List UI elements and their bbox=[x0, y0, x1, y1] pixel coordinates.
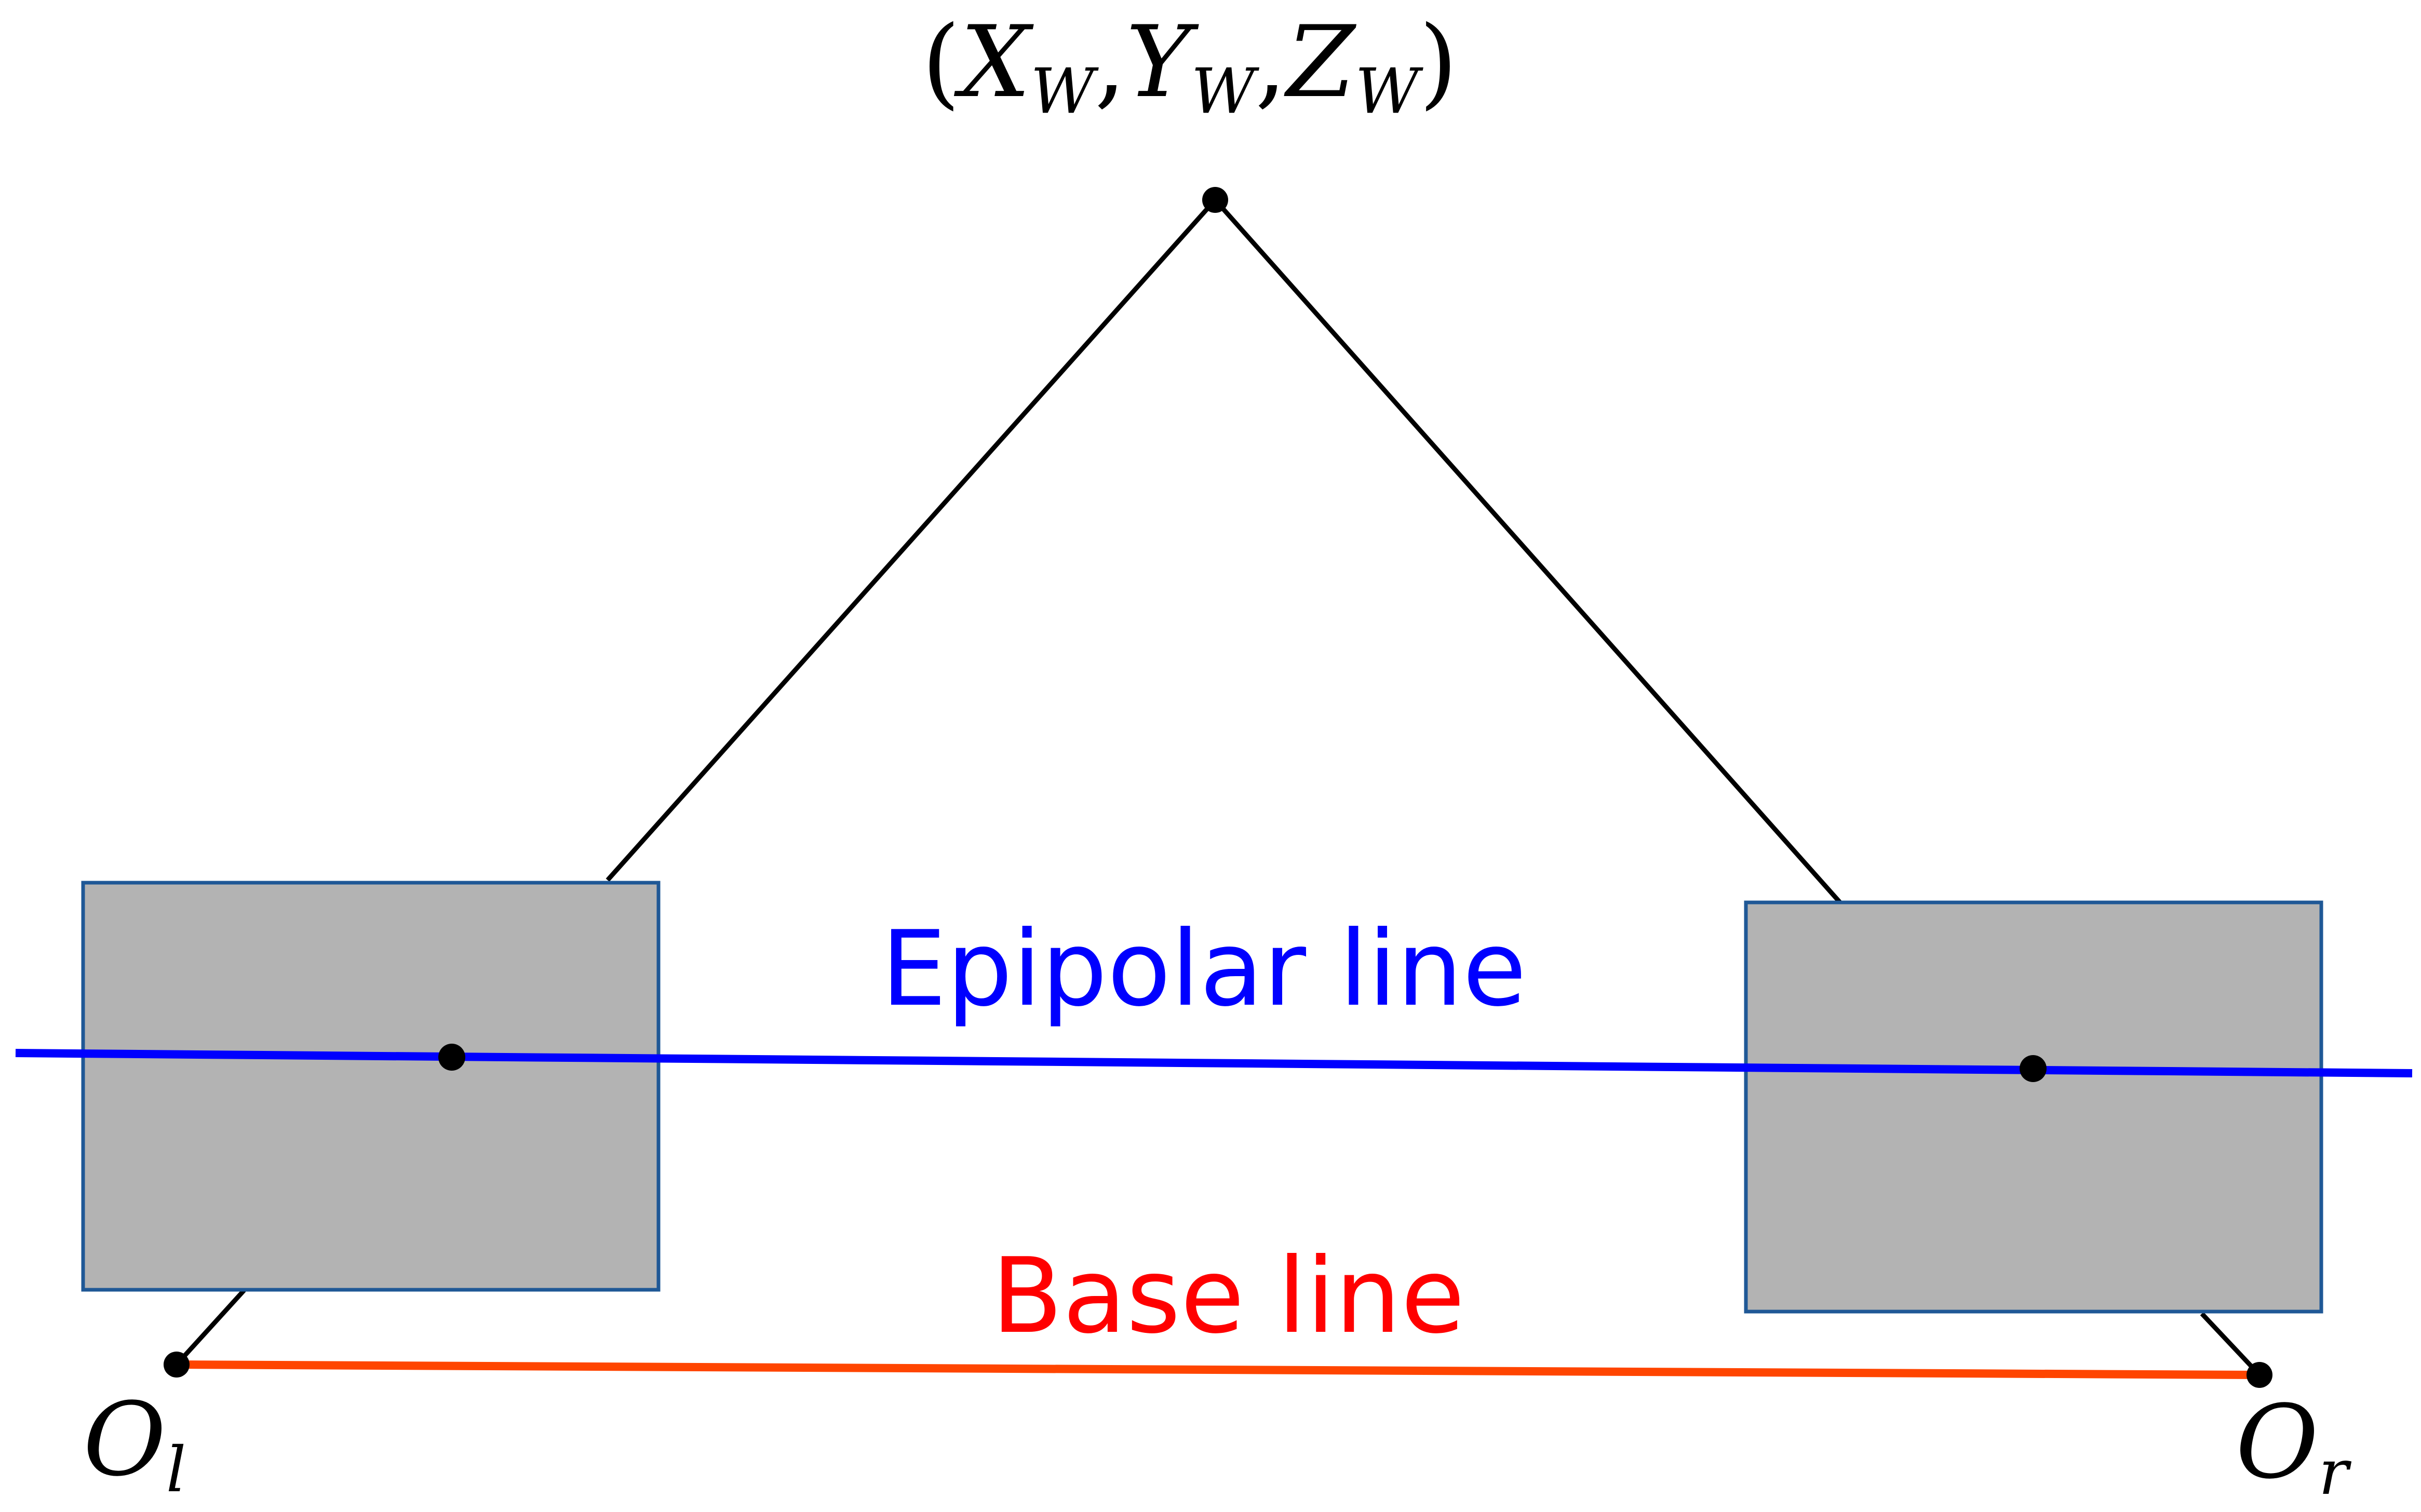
world-point bbox=[1202, 187, 1228, 213]
ray-left-center bbox=[174, 1288, 246, 1367]
left-camera-center-label: Ol bbox=[83, 1381, 186, 1506]
base-line-label: Base line bbox=[991, 1236, 1465, 1357]
right-camera-center bbox=[2247, 1362, 2272, 1388]
world-point-label: (XW,YW,ZW) bbox=[922, 5, 1458, 128]
epipolar-line bbox=[15, 1049, 2413, 1077]
right-image-point bbox=[2020, 1055, 2047, 1082]
base-line bbox=[176, 1360, 2260, 1379]
left-camera-center bbox=[164, 1352, 190, 1378]
right-camera-center-label: Or bbox=[2236, 1383, 2352, 1509]
epipolar-line-label: Epipolar line bbox=[881, 909, 1526, 1030]
left-image-point bbox=[438, 1044, 465, 1071]
right-image-plane bbox=[1744, 900, 2323, 1314]
left-image-plane bbox=[81, 881, 661, 1292]
ray-left-world bbox=[606, 198, 1217, 882]
ray-right-center bbox=[2200, 1312, 2262, 1377]
ray-right-world bbox=[1213, 198, 1843, 905]
